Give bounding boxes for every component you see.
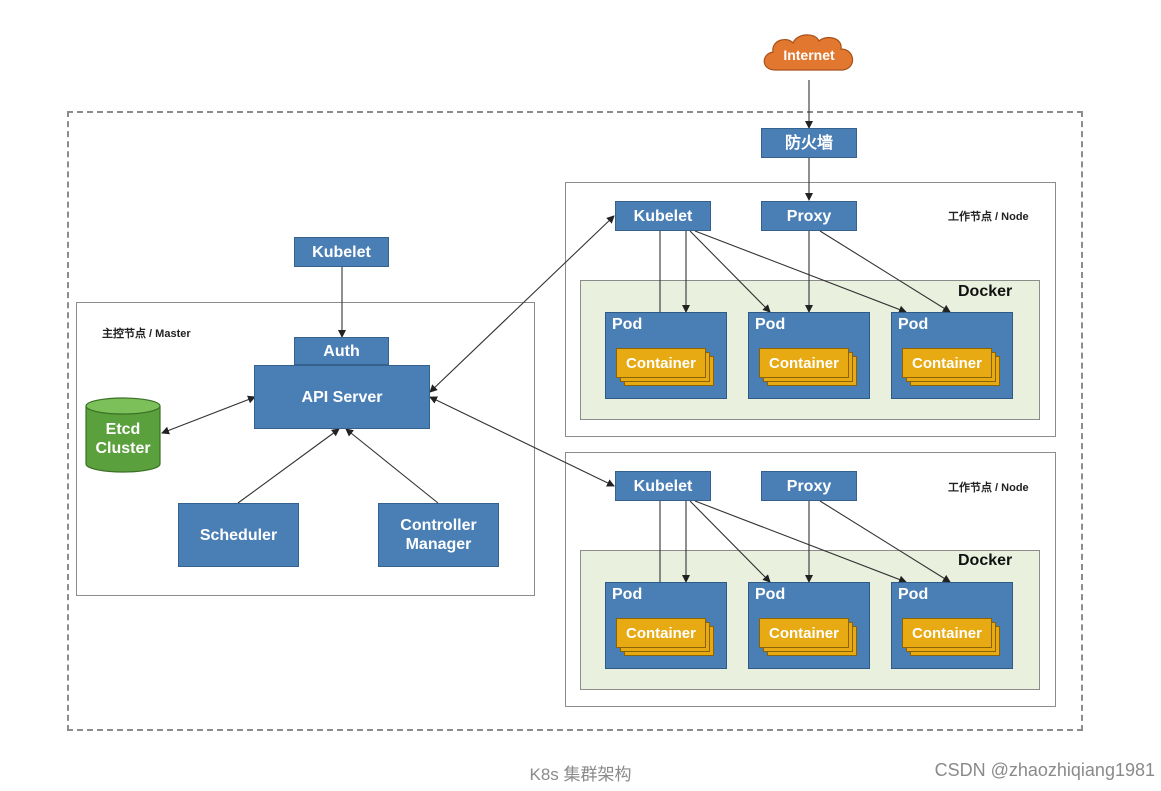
container-stack: Container bbox=[902, 618, 1002, 660]
node1-proxy-box: Proxy bbox=[761, 201, 857, 231]
cluster-boundary bbox=[67, 111, 1083, 731]
container-stack: Container bbox=[759, 618, 859, 660]
pod-label: Pod bbox=[755, 316, 786, 333]
etcd-label-line1: Etcd bbox=[105, 421, 141, 438]
database-icon bbox=[85, 397, 161, 473]
controller-label-line2: Manager bbox=[405, 536, 472, 553]
api-server-box: API Server bbox=[254, 365, 430, 429]
container-stack: Container bbox=[616, 618, 716, 660]
container-label: Container bbox=[759, 348, 849, 378]
master-kubelet-box: Kubelet bbox=[294, 237, 389, 267]
firewall-box: 防火墙 bbox=[761, 128, 857, 158]
container-label: Container bbox=[902, 348, 992, 378]
pod-label: Pod bbox=[898, 316, 929, 333]
node2-kubelet-box: Kubelet bbox=[615, 471, 711, 501]
pod-label: Pod bbox=[898, 586, 929, 603]
cloud-icon bbox=[763, 34, 854, 71]
container-label: Container bbox=[616, 618, 706, 648]
node2-pod-3: Pod Container bbox=[891, 582, 1013, 669]
container-label: Container bbox=[902, 618, 992, 648]
csdn-watermark: CSDN @zhaozhiqiang1981 bbox=[934, 760, 1155, 780]
node1-pod-3: Pod Container bbox=[891, 312, 1013, 399]
node2-pod-2: Pod Container bbox=[748, 582, 870, 669]
docker-label-2: Docker bbox=[958, 552, 1013, 569]
container-label: Container bbox=[759, 618, 849, 648]
container-stack: Container bbox=[759, 348, 859, 390]
internet-label: Internet bbox=[783, 47, 835, 63]
figure-caption: K8s 集群架构 bbox=[529, 765, 632, 784]
container-stack: Container bbox=[616, 348, 716, 390]
node2-pod-1: Pod Container bbox=[605, 582, 727, 669]
scheduler-box: Scheduler bbox=[178, 503, 299, 567]
worker-node-label-2: 工作节点 / Node bbox=[948, 482, 1029, 494]
internet-cloud: Internet bbox=[757, 30, 861, 80]
container-stack: Container bbox=[902, 348, 1002, 390]
controller-label-line1: Controller bbox=[400, 517, 477, 534]
node1-pod-1: Pod Container bbox=[605, 312, 727, 399]
worker-node-label-1: 工作节点 / Node bbox=[948, 211, 1029, 223]
docker-label-1: Docker bbox=[958, 283, 1013, 300]
master-node-label: 主控节点 / Master bbox=[102, 328, 191, 340]
node2-proxy-box: Proxy bbox=[761, 471, 857, 501]
pod-label: Pod bbox=[612, 586, 643, 603]
node1-pod-2: Pod Container bbox=[748, 312, 870, 399]
container-label: Container bbox=[616, 348, 706, 378]
etcd-label-line2: Cluster bbox=[95, 440, 151, 457]
auth-box: Auth bbox=[294, 337, 389, 365]
pod-label: Pod bbox=[612, 316, 643, 333]
pod-label: Pod bbox=[755, 586, 786, 603]
node1-kubelet-box: Kubelet bbox=[615, 201, 711, 231]
